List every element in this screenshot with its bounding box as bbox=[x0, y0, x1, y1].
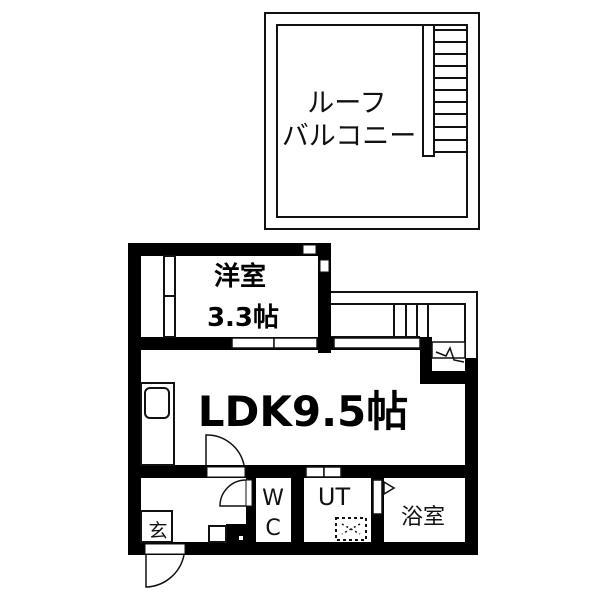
wc-door bbox=[219, 479, 247, 507]
roof-balcony-label-2: バルコニー bbox=[282, 121, 416, 152]
windows bbox=[144, 244, 466, 555]
washing-machine-space bbox=[335, 517, 367, 541]
western-room-name: 洋室 bbox=[214, 261, 266, 292]
entrance-door bbox=[145, 554, 185, 588]
ldk-label: LDK9.5帖 bbox=[198, 387, 409, 436]
western-room-closet bbox=[163, 255, 176, 338]
roof-balcony-label-1: ルーフ bbox=[307, 88, 386, 119]
wc-label-2: C bbox=[265, 516, 280, 541]
western-room-size: 3.3帖 bbox=[207, 303, 279, 333]
bath-door-arrow-icon bbox=[383, 480, 396, 496]
stair-ladder bbox=[422, 24, 467, 157]
roof-balcony: ルーフ バルコニー bbox=[264, 12, 480, 230]
wc-label-1: W bbox=[262, 486, 284, 511]
entrance-area bbox=[140, 479, 253, 588]
entrance-label: 玄 bbox=[148, 520, 167, 542]
sink-icon bbox=[144, 387, 170, 419]
balcony bbox=[330, 291, 478, 371]
ut-label: UT bbox=[318, 483, 351, 511]
bathroom-label: 浴室 bbox=[401, 505, 445, 530]
kitchen bbox=[140, 382, 175, 466]
ldk-door bbox=[205, 434, 245, 466]
